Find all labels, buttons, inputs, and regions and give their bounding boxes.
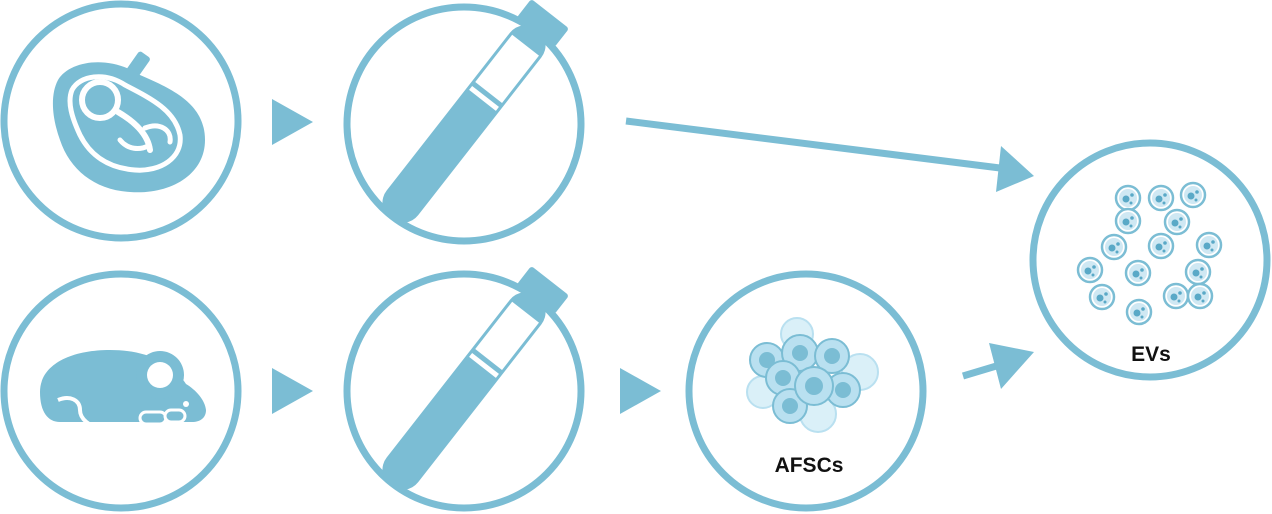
arrow-head [272,99,313,145]
ev-node [1029,139,1271,381]
ev-label: EVs [1131,343,1171,366]
arrow-to-evs-top [625,117,1034,192]
cell-cluster-icon [746,317,879,433]
mouse-icon [40,350,206,432]
afsc-label: AFSCs [775,454,844,477]
arrow-head [272,368,313,414]
arrow-to-evs-bottom [961,343,1034,389]
fetus-in-womb-icon [52,51,206,193]
arrow-head [620,368,661,414]
